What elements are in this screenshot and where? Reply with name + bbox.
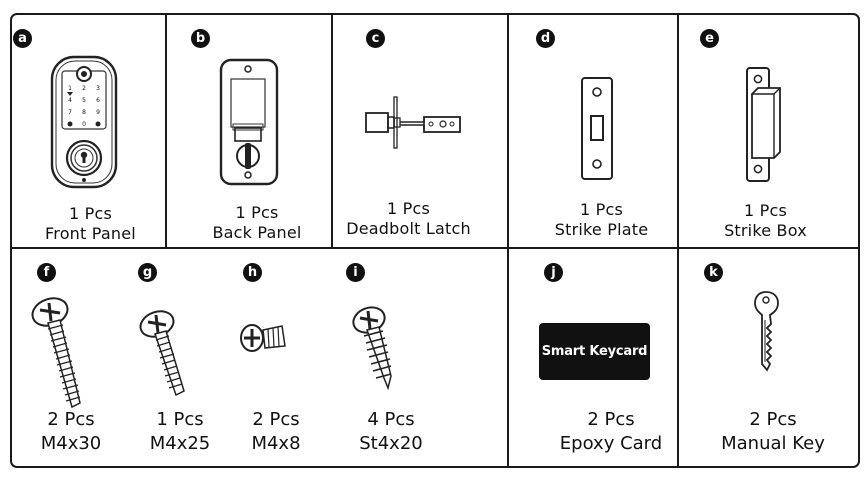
badge-d: d — [536, 29, 555, 48]
caption-deadbolt-latch: 1 Pcs Deadbolt Latch — [343, 199, 474, 239]
caption-front-panel: 1 Pcs Front Panel — [18, 204, 163, 244]
quantity: 2 Pcs — [252, 409, 300, 430]
strike-box-icon — [746, 67, 781, 182]
part-name: Manual Key — [721, 433, 825, 454]
caption-strike-box: 1 Pcs Strike Box — [700, 201, 831, 241]
column-divider — [331, 14, 333, 247]
part-name: Front Panel — [45, 224, 136, 243]
badge-i: i — [346, 263, 365, 282]
part-name: St4x20 — [359, 433, 423, 454]
strike-plate-icon — [581, 77, 613, 180]
svg-text:8: 8 — [82, 109, 86, 116]
column-divider — [165, 14, 167, 247]
badge-f: f — [37, 263, 56, 282]
screw-st4x20-icon — [352, 306, 392, 391]
column-divider — [677, 14, 679, 467]
svg-text:4: 4 — [68, 97, 72, 104]
back-panel-icon — [219, 58, 279, 186]
quantity: 1 Pcs — [156, 409, 204, 430]
part-name: Epoxy Card — [559, 433, 663, 454]
svg-text:6: 6 — [96, 97, 100, 104]
badge-h: h — [243, 263, 262, 282]
quantity: 4 Pcs — [367, 409, 415, 430]
svg-text:5: 5 — [82, 97, 86, 104]
screw-m4x8-icon — [240, 324, 286, 352]
quantity: 1 Pcs — [386, 199, 431, 218]
quantity: 2 Pcs — [749, 409, 797, 430]
svg-text:9: 9 — [96, 109, 100, 116]
caption-m4x25: 1 Pcs M4x25 — [127, 408, 233, 456]
parts-list-frame — [10, 13, 860, 468]
quantity: 2 Pcs — [47, 409, 95, 430]
part-name: M4x30 — [40, 433, 102, 454]
part-name: Deadbolt Latch — [346, 219, 471, 238]
svg-text:7: 7 — [68, 109, 72, 116]
part-name: M4x25 — [149, 433, 211, 454]
part-name: Back Panel — [212, 223, 302, 242]
badge-g: g — [138, 263, 157, 282]
part-name: Strike Box — [724, 221, 807, 240]
caption-m4x30: 2 Pcs M4x30 — [18, 408, 124, 456]
quantity: 1 Pcs — [68, 204, 113, 223]
quantity: 1 Pcs — [235, 203, 279, 222]
part-name: M4x8 — [251, 433, 301, 454]
screw-m4x30-icon — [31, 297, 81, 409]
svg-text:3: 3 — [96, 85, 100, 92]
front-panel-icon: 1 2 3 4 5 6 7 8 9 0 — [50, 55, 118, 189]
card-label: Smart Keycard — [541, 344, 648, 359]
quantity: 1 Pcs — [743, 201, 788, 220]
caption-back-panel: 1 Pcs Back Panel — [173, 203, 341, 243]
quantity: 1 Pcs — [579, 200, 624, 219]
svg-text:2: 2 — [82, 85, 86, 92]
screw-m4x25-icon — [139, 310, 185, 397]
badge-a: a — [13, 29, 32, 48]
caption-manual-key: 2 Pcs Manual Key — [708, 408, 838, 456]
badge-b: b — [191, 29, 210, 48]
caption-st4x20: 4 Pcs St4x20 — [338, 408, 444, 456]
part-name: Strike Plate — [554, 220, 649, 239]
badge-e: e — [700, 29, 719, 48]
column-divider — [507, 14, 509, 467]
badge-c: c — [366, 29, 385, 48]
manual-key-icon — [754, 291, 779, 372]
caption-strike-plate: 1 Pcs Strike Plate — [536, 200, 667, 240]
svg-text:0: 0 — [82, 121, 86, 128]
row-divider — [11, 247, 859, 249]
badge-k: k — [704, 263, 723, 282]
caption-m4x8: 2 Pcs M4x8 — [223, 408, 329, 456]
deadbolt-latch-icon — [365, 96, 461, 149]
caption-epoxy-card: 2 Pcs Epoxy Card — [546, 408, 676, 456]
epoxy-card-icon: Smart Keycard — [539, 323, 650, 380]
badge-j: j — [544, 263, 563, 282]
quantity: 2 Pcs — [587, 409, 635, 430]
svg-text:1: 1 — [68, 85, 72, 92]
